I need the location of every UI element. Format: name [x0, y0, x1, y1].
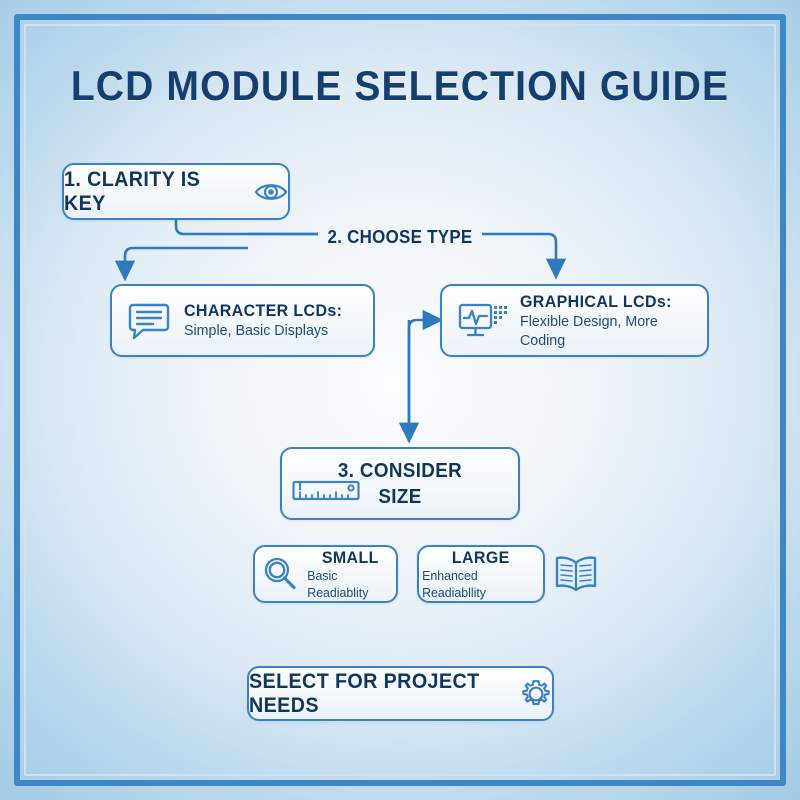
poster-outer-frame: [14, 14, 786, 786]
character-lcd-text: CHARACTER LCDs: Simple, Basic Displays: [184, 301, 352, 340]
step-3-size-box[interactable]: 3. CONSIDER SIZE: [280, 447, 520, 520]
small-size-box[interactable]: SMALL Basic Readiablity: [253, 545, 398, 603]
large-size-title: LARGE: [452, 547, 510, 567]
ruler-icon: [292, 478, 360, 504]
small-size-title: SMALL: [322, 547, 379, 567]
step-1-label: 1. CLARITY IS KEY: [64, 167, 201, 215]
graphical-lcd-box[interactable]: GRAPHICAL LCDs: Flexible Design, More Co…: [440, 284, 709, 357]
cta-label: SELECT FOR PROJECT NEEDS: [249, 669, 480, 717]
graphical-lcd-text: GRAPHICAL LCDs: Flexible Design, More Co…: [520, 292, 695, 350]
gear-icon: [520, 678, 552, 710]
open-book-icon: [553, 553, 599, 595]
small-size-subtitle: Basic Readiablity: [307, 567, 369, 600]
speech-bubble-icon: [128, 301, 170, 341]
page-title: LCD MODULE SELECTION GUIDE: [70, 62, 730, 109]
character-lcd-box[interactable]: CHARACTER LCDs: Simple, Basic Displays: [110, 284, 375, 357]
character-lcd-subtitle: Simple, Basic Displays: [184, 322, 329, 339]
poster-inner-frame: [24, 24, 776, 776]
character-lcd-title: CHARACTER LCDs:: [184, 301, 343, 320]
large-size-text: LARGE Enhanced Readiabllity: [419, 548, 543, 601]
large-size-box[interactable]: LARGE Enhanced Readiabllity: [417, 545, 545, 603]
step-2-label: 2. CHOOSE TYPE: [327, 227, 473, 247]
graphical-lcd-subtitle: Flexible Design, More Coding: [520, 312, 658, 349]
step-3-line2: SIZE: [378, 485, 422, 508]
magnifier-icon: [261, 555, 299, 593]
step-3-text: 3. CONSIDER SIZE: [289, 458, 511, 510]
step-3-line1: 3. CONSIDER: [337, 459, 463, 482]
monitor-waveform-icon: [458, 300, 508, 342]
small-size-text: SMALL Basic Readiablity: [305, 548, 396, 601]
eye-icon: [254, 180, 288, 204]
step-1-clarity-box[interactable]: 1. CLARITY IS KEY: [62, 163, 290, 220]
large-size-subtitle: Enhanced Readiabllity: [422, 567, 486, 600]
graphical-lcd-title: GRAPHICAL LCDs:: [520, 291, 672, 311]
cta-select-box[interactable]: SELECT FOR PROJECT NEEDS: [247, 666, 554, 721]
